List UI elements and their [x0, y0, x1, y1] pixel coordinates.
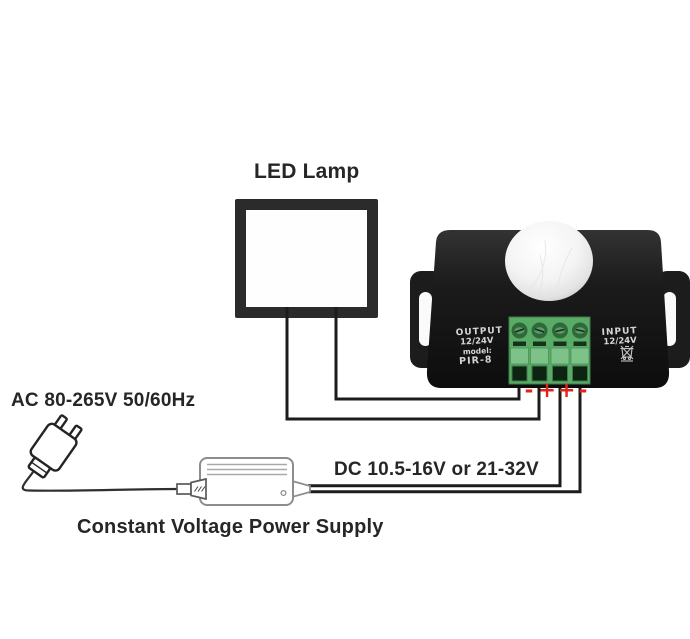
wire-output-minus-to-lamp — [334, 307, 521, 401]
terminal-wire-openings — [511, 365, 588, 382]
terminal-plug-tabs — [510, 347, 590, 365]
psu-output-taper — [291, 479, 311, 499]
power-supply-label: Constant Voltage Power Supply — [77, 516, 384, 538]
model-value: PIR-8 — [459, 354, 493, 367]
model-label: model: — [463, 346, 492, 357]
wire-input-plus-to-psu — [308, 381, 562, 488]
psu-vent-lines — [207, 463, 287, 476]
pir-sensor-device: OUTPUT 12/24V model: PIR-8 INPUT 12/24V — [410, 221, 690, 388]
mounting-ear-slot-left — [419, 292, 432, 346]
ac-cord — [21, 471, 179, 492]
terminal-block — [508, 316, 591, 385]
led-lamp-panel — [235, 199, 378, 318]
power-supply — [176, 457, 311, 506]
input-label: INPUT — [601, 326, 637, 338]
polarity-mark-minus: - — [525, 378, 534, 402]
polarity-mark-plus: + — [558, 378, 576, 402]
wire-output-plus-to-lamp — [285, 307, 541, 421]
psu-strain-relief-marks — [194, 486, 206, 492]
polarity-mark-minus: - — [579, 378, 588, 402]
wires — [285, 307, 582, 494]
device-body — [426, 230, 670, 388]
dc-voltage-label: DC 10.5-16V or 21-32V — [334, 459, 539, 480]
polarity-marks: - + + - — [525, 378, 588, 402]
psu-strain-relief — [190, 477, 207, 501]
dome-facet-lines — [527, 239, 573, 299]
output-label: OUTPUT — [456, 326, 504, 338]
ac-voltage-label: AC 80-265V 50/60Hz — [11, 390, 196, 411]
psu-indicator-dot — [280, 489, 287, 497]
psu-dc-plug-tip — [176, 483, 192, 495]
wire-input-minus-to-psu — [308, 381, 582, 494]
led-lamp-label: LED Lamp — [254, 160, 360, 183]
output-voltage: 12/24V — [460, 336, 494, 348]
ac-plug — [27, 414, 83, 479]
polarity-mark-plus: + — [538, 378, 556, 402]
input-voltage: 12/24V — [603, 336, 637, 348]
terminal-screws — [511, 322, 588, 339]
terminal-clamp-slots — [513, 341, 587, 346]
pir-sensor-dome — [505, 221, 593, 301]
weee-bin-icon — [620, 345, 634, 362]
